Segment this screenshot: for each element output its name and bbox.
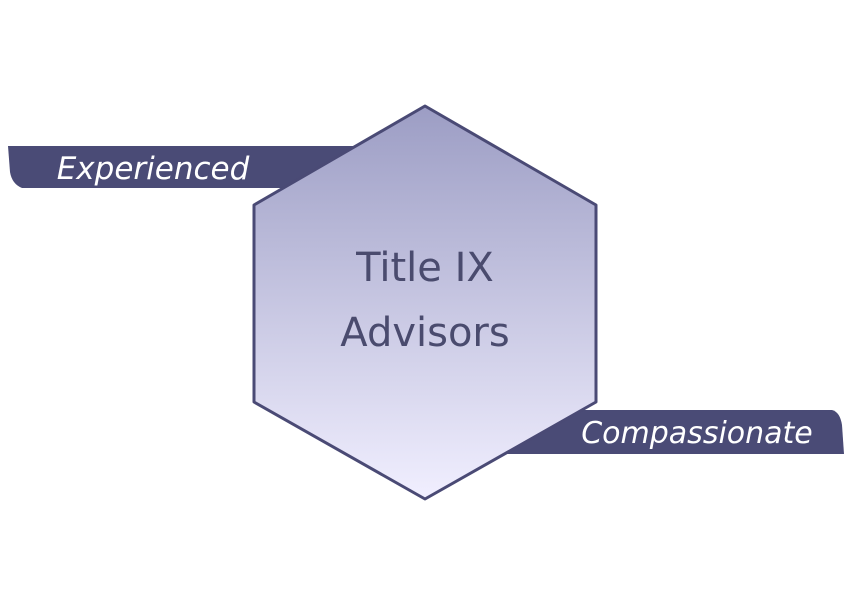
banner-right-shape [498, 410, 844, 454]
banner-left-label: Experienced [57, 151, 250, 187]
hexagon-title-line2: Advisors [340, 310, 509, 356]
hexagon-title-line1: Title IX [355, 245, 494, 291]
banner-right-label: Compassionate [581, 416, 813, 451]
hexagon-shape [252, 104, 598, 501]
banner-left-shape [8, 146, 362, 188]
